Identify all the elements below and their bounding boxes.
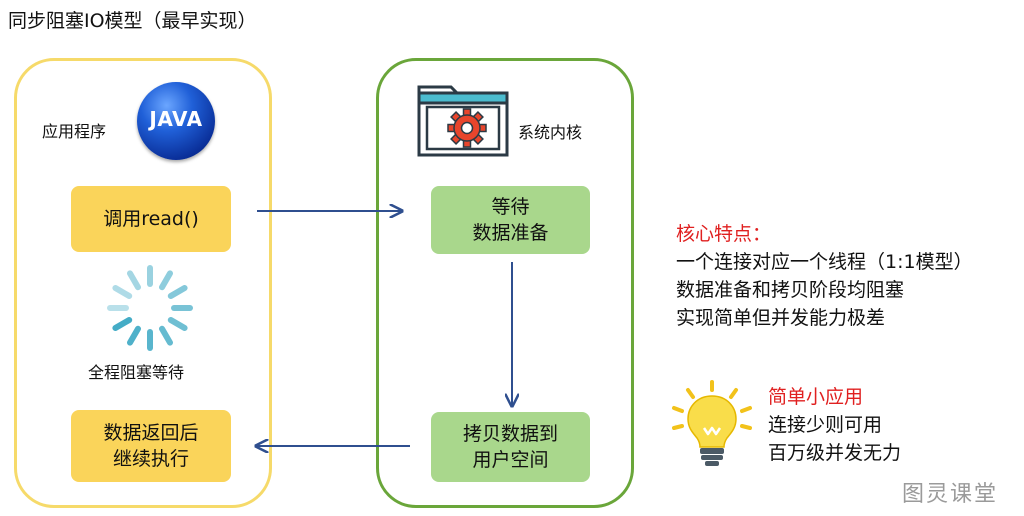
spinner-ray xyxy=(167,285,188,299)
lightbulb-icon xyxy=(672,380,752,466)
usecase-note: 简单小应用 连接少则可用 百万级并发无力 xyxy=(768,383,901,467)
wait-data-prepare-box: 等待 数据准备 xyxy=(431,186,590,254)
spinner-ray xyxy=(112,317,133,331)
traits-line: 数据准备和拷贝阶段均阻塞 xyxy=(676,279,905,301)
spinner-ray xyxy=(127,325,141,346)
core-traits: 核心特点： 一个连接对应一个线程（1:1模型） 数据准备和拷贝阶段均阻塞 实现简… xyxy=(676,220,973,332)
blocking-wait-label: 全程阻塞等待 xyxy=(88,363,185,382)
usecase-line: 连接少则可用 xyxy=(768,414,883,436)
spinner-ray xyxy=(159,325,173,346)
resume-execution-box: 数据返回后 继续执行 xyxy=(71,410,231,482)
spinner-ray xyxy=(112,285,133,299)
kernel-label: 系统内核 xyxy=(518,123,583,142)
spinner-ray xyxy=(167,317,188,331)
application-panel xyxy=(14,58,272,508)
loading-spinner-icon xyxy=(107,265,193,351)
usecase-line: 百万级并发无力 xyxy=(768,442,902,464)
usecase-heading: 简单小应用 xyxy=(768,386,864,408)
spinner-ray xyxy=(159,270,173,291)
call-read-box: 调用read() xyxy=(71,186,231,252)
traits-heading: 核心特点： xyxy=(676,223,772,245)
page-title: 同步阻塞IO模型（最早实现） xyxy=(8,10,257,32)
copy-to-user-space-box: 拷贝数据到 用户空间 xyxy=(431,412,590,482)
traits-line: 一个连接对应一个线程（1:1模型） xyxy=(676,251,973,273)
spinner-ray xyxy=(127,270,141,291)
java-logo-text: JAVA xyxy=(149,107,203,131)
application-label: 应用程序 xyxy=(42,122,107,141)
watermark-text: 图灵课堂 xyxy=(902,482,999,507)
kernel-panel xyxy=(376,58,634,508)
java-logo: JAVA xyxy=(137,82,215,160)
kernel-window-gear-icon xyxy=(417,85,509,157)
traits-line: 实现简单但并发能力极差 xyxy=(676,307,886,329)
